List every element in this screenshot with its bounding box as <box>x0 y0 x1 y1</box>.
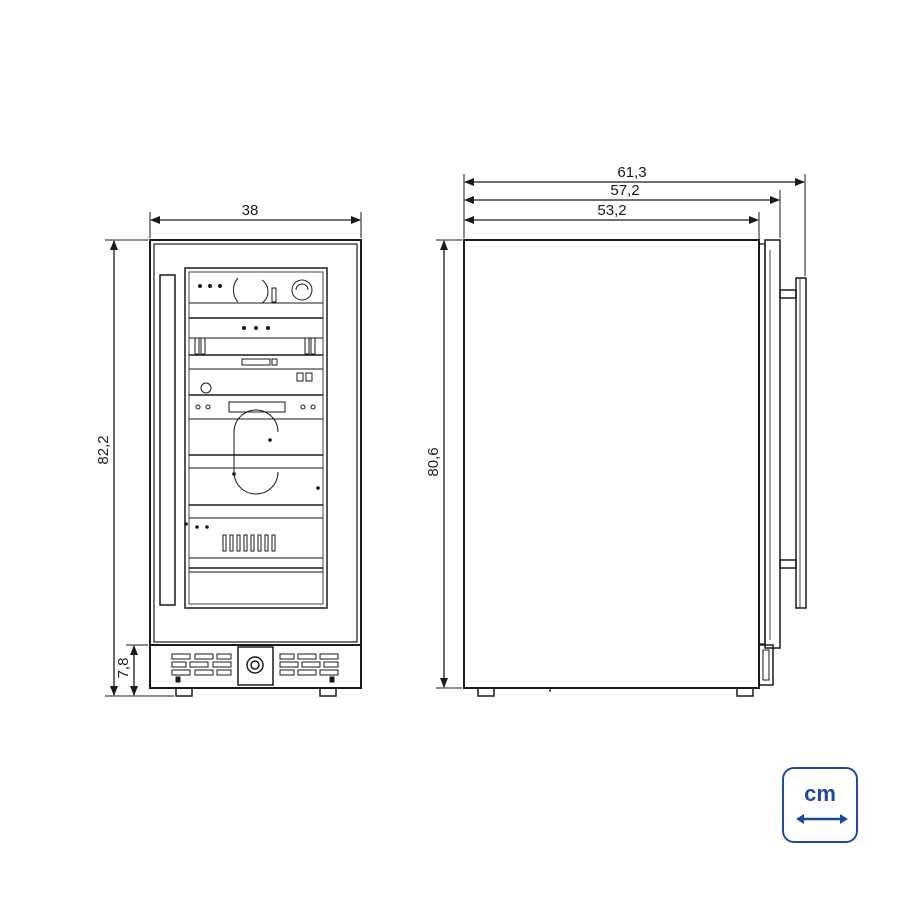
plinth-height-label: 7,8 <box>115 658 132 679</box>
depth-door-label: 57,2 <box>610 182 639 199</box>
foot-right <box>319 687 337 697</box>
front-height-label: 82,2 <box>95 435 112 464</box>
front-cabinet-outline <box>149 239 362 689</box>
glass-inner <box>188 271 324 605</box>
double-arrow-icon <box>796 814 848 824</box>
interior-equipment <box>184 277 323 573</box>
front-width-dimension <box>149 212 362 238</box>
depth-dimensions <box>463 174 806 276</box>
side-door-profile <box>758 239 781 686</box>
side-height-dimension <box>436 239 462 689</box>
front-width-label: 38 <box>242 202 259 219</box>
side-view: 61,3 57,2 53,2 80,6 <box>425 164 807 697</box>
side-handle-profile <box>779 277 807 609</box>
side-foot-back <box>477 687 495 697</box>
front-plinth <box>150 644 361 686</box>
side-foot-front <box>736 687 754 697</box>
unit-badge: cm <box>782 767 858 843</box>
front-height-dimension <box>105 239 174 697</box>
foot-left <box>175 687 193 697</box>
side-body-outline <box>463 239 760 689</box>
depth-total-label: 61,3 <box>617 164 646 181</box>
glass-panel <box>184 267 328 609</box>
door-handle <box>159 274 176 606</box>
door-frame <box>153 243 358 643</box>
plinth-dimension <box>126 644 148 696</box>
unit-label: cm <box>804 781 836 806</box>
front-view: 38 82,2 7,8 <box>95 202 362 697</box>
side-height-label: 80,6 <box>425 447 442 476</box>
depth-body-label: 53,2 <box>597 202 626 219</box>
